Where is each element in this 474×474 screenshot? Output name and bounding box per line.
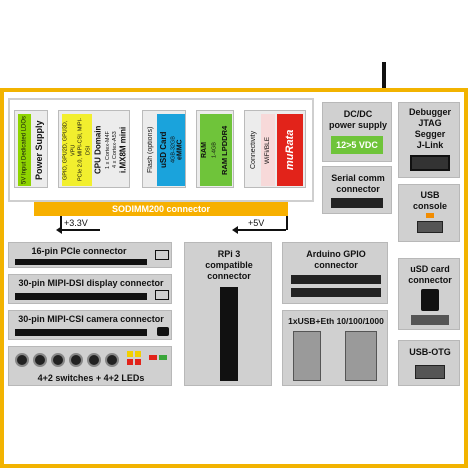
connectivity-block: Connectivity WiFi/BLE muRata [244,110,306,188]
serial-line-2: connector [336,184,380,194]
dcdc-title-1: DC/DC [343,109,373,119]
connectivity-title: Connectivity [250,130,257,170]
arrow-5v-head [232,226,238,234]
rpi-block: RPi 3 compatible connector [184,242,272,386]
arduino-block: Arduino GPIO connector [282,242,388,304]
pcie-icon [155,250,169,260]
arrow-3v3-head [56,226,62,234]
dcdc-badge-text: 12>5 VDC [336,140,378,150]
usd-line-2: connector [408,275,452,285]
pcie-label: 16-pin PCIe connector [31,246,127,256]
v33-label: +3.3V [64,218,88,228]
usb-console-line-2: console [412,201,447,211]
arrow-5v [286,216,288,230]
arduino-line-2: connector [314,260,358,270]
led-red-3 [149,355,157,360]
murata-logo: muRata [284,129,296,171]
switch-3 [51,353,65,367]
dcdc-badge: 12>5 VDC [331,136,383,154]
usb-port [293,331,321,381]
usb-console-port [417,221,443,233]
usd-card-icon [421,289,439,311]
usb-console-block: USB console [398,184,460,242]
eth-port [345,331,377,381]
switch-1 [15,353,29,367]
sodimm-label: SODIMM200 connector [111,204,211,214]
arrow-5v-line [236,229,286,231]
debugger-block: Debugger JTAG Segger J-Link [398,102,460,178]
debugger-line-1: Debugger [408,107,451,117]
power-supply-title: Power Supply [34,120,44,180]
cpu-title: i.MX8M mini [118,126,128,174]
mipi-dsi-block: 30-pin MIPI-DSI display connector [8,274,172,304]
usb-console-line-1: USB [420,190,440,200]
debugger-line-4: J-Link [416,140,444,150]
switches-label: 4+2 switches + 4+2 LEDs [37,373,145,383]
usb-eth-block: 1xUSB+Eth 10/100/1000 [282,310,388,386]
mipi-dsi-connector [15,293,147,300]
cpu-periph-2: PCIe 2.0, MIPI-CSI, MIPI-DSI [77,118,92,182]
pcie-connector [15,259,147,265]
switch-5 [87,353,101,367]
led-yellow-1 [127,351,133,357]
usb-otg-label: USB-OTG [409,347,451,357]
mipi-dsi-label: 30-pin MIPI-DSI display connector [18,278,164,288]
led-red-1 [127,359,133,365]
ram-label: RAM [201,142,208,158]
cpu-block: GPIO, GPU2D, GPU3D, VPU PCIe 2.0, MIPI-C… [58,110,130,188]
cpu-domain: CPU Domain [93,125,103,175]
switch-4 [69,353,83,367]
arduino-header-2 [291,288,381,297]
pcie-block: 16-pin PCIe connector [8,242,172,268]
power-supply-block: Power Supply 5V Input Dedicated LDOs [14,110,48,188]
arduino-header-1 [291,275,381,284]
arrow-3v3-line [60,229,100,231]
ram-sub: 1-4GB [211,142,218,158]
antenna [382,62,386,104]
rpi-header [220,287,238,381]
flash-emmc: eMMC [176,139,184,161]
ram-block: RAM 1-4GB RAM LPDDR4 [196,110,234,188]
power-supply-sub: 5V Input Dedicated LDOs [21,115,28,185]
rpi-line-2: compatible [205,260,253,270]
usb-console-led [426,213,434,218]
serial-header [331,198,383,208]
cpu-periph-1: GPIO, GPU2D, GPU3D, VPU [62,120,77,180]
display-icon [155,290,169,300]
mipi-csi-connector [15,329,147,336]
usb-otg-block: USB-OTG [398,340,460,386]
debugger-connector [410,155,450,171]
dcdc-block: DC/DC power supply 12>5 VDC [322,102,392,162]
v5-label: +5V [248,218,265,228]
usd-connector-block: uSD card connector [398,258,460,330]
flash-title: Flash (options) [147,126,154,174]
connectivity-wifi: WiFi/BLE [264,136,271,164]
ram-title: RAM LPDDR4 [220,125,229,175]
usb-otg-port [415,365,445,379]
flash-block: Flash (options) uSD Card 4GB-32GB eMMC [142,110,186,188]
camera-icon [157,327,169,336]
rpi-line-1: RPi 3 [217,249,241,259]
usb-eth-label: 1xUSB+Eth 10/100/1000 [288,316,384,326]
led-red-2 [135,359,141,365]
usd-slot [411,315,449,325]
flash-usd: uSD Card [159,131,168,169]
serial-block: Serial comm connector [322,166,392,214]
sodimm-connector: SODIMM200 connector [34,202,288,216]
mipi-csi-label: 30-pin MIPI-CSI camera connector [18,314,164,324]
switches-block: 4+2 switches + 4+2 LEDs [8,346,172,386]
mipi-csi-block: 30-pin MIPI-CSI camera connector [8,310,172,340]
arrow-3v3 [60,216,62,230]
arduino-line-1: Arduino GPIO [306,249,366,259]
serial-line-1: Serial comm [331,173,385,183]
debugger-line-3: Segger [414,129,446,139]
switch-6 [105,353,119,367]
dcdc-title-2: power supply [328,120,387,130]
switch-2 [33,353,47,367]
led-green-1 [159,355,167,360]
debugger-line-2: JTAG [418,118,442,128]
rpi-line-3: connector [207,271,251,281]
usd-line-1: uSD card [410,264,450,274]
led-yellow-2 [135,351,141,357]
